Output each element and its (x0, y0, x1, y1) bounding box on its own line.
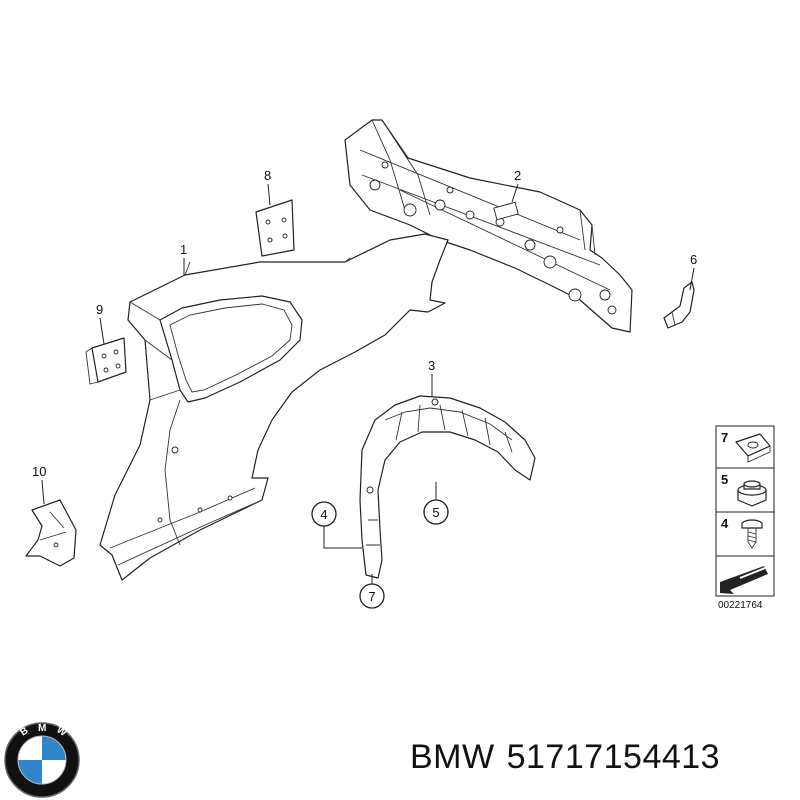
legend-item-7: 7 (721, 430, 728, 445)
fastener-legend: 7 5 4 (715, 425, 775, 597)
side-panel-part (99, 233, 449, 581)
bmw-logo-icon: B M W (4, 722, 80, 798)
part-number: 51717154413 (506, 738, 721, 776)
arrow-icon (720, 565, 771, 594)
screw-icon (741, 519, 763, 549)
callout-8: 8 (264, 168, 271, 183)
legend-item-5: 5 (721, 472, 728, 487)
callout-7: 7 (368, 589, 375, 604)
callout-circle-4: 4 (311, 501, 337, 527)
leader-lines (41, 183, 695, 584)
legend-item-4: 4 (721, 516, 729, 531)
brand-name: BMW (410, 738, 495, 776)
part-caption: BMW 51717154413 (410, 738, 732, 777)
callout-3: 3 (428, 358, 435, 373)
callout-1: 1 (180, 242, 187, 257)
bracket-part-9 (85, 337, 127, 385)
bracket-part-6 (663, 281, 695, 329)
callout-circle-7: 7 (359, 583, 385, 609)
callout-6: 6 (690, 252, 697, 267)
callout-2: 2 (514, 168, 521, 183)
bracket-part-10 (25, 499, 77, 567)
callout-10: 10 (32, 464, 46, 479)
callout-9: 9 (96, 302, 103, 317)
callout-circle-5: 5 (423, 499, 449, 525)
diagram-id: 00221764 (718, 600, 763, 611)
bracket-part-8 (255, 199, 295, 257)
callout-4: 4 (320, 507, 327, 522)
clip-nut-icon (735, 433, 771, 463)
wheel-arch-liner-part (359, 395, 536, 579)
rear-panel-part (344, 119, 633, 333)
svg-text:M: M (38, 723, 46, 734)
callout-5: 5 (432, 505, 439, 520)
nut-icon (737, 480, 767, 507)
